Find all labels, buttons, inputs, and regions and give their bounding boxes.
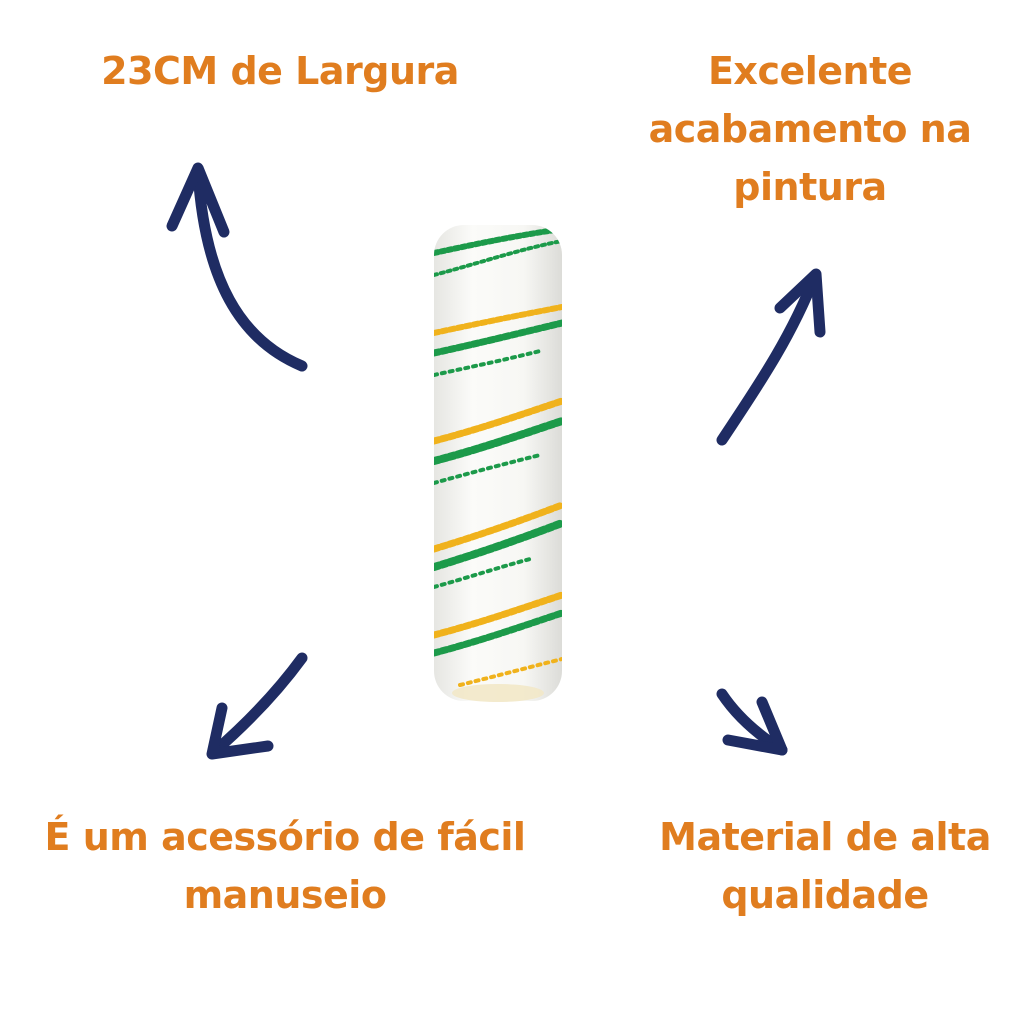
feature-width-label: 23CM de Largura (60, 42, 500, 100)
feature-easy-handling-label: É um acessório de fácil manuseio (10, 808, 560, 924)
feature-quality-line-2: qualidade (721, 873, 929, 917)
feature-finish-line-2: acabamento na (648, 107, 972, 151)
feature-finish-line-1: Excelente (707, 49, 913, 93)
feature-finish-line-3: pintura (733, 165, 887, 209)
paint-roller-cover-image (434, 225, 562, 702)
roller-stripes (434, 226, 562, 687)
feature-quality-line-1: Material de alta (659, 815, 991, 859)
feature-easy-handling-line-2: manuseio (183, 873, 387, 917)
curved-arrow-up-left-icon (166, 162, 308, 372)
curved-arrow-up-right-icon (716, 268, 826, 446)
feature-easy-handling-line-1: É um acessório de fácil (44, 815, 526, 859)
feature-finish-label: Excelente acabamento na pintura (600, 42, 1020, 216)
feature-width-line-1: 23CM de Largura (101, 49, 459, 93)
arrow-down-left-icon (206, 652, 308, 760)
roller-core-end (452, 684, 544, 702)
feature-quality-label: Material de alta qualidade (630, 808, 1020, 924)
arrow-down-right-icon (716, 688, 788, 756)
